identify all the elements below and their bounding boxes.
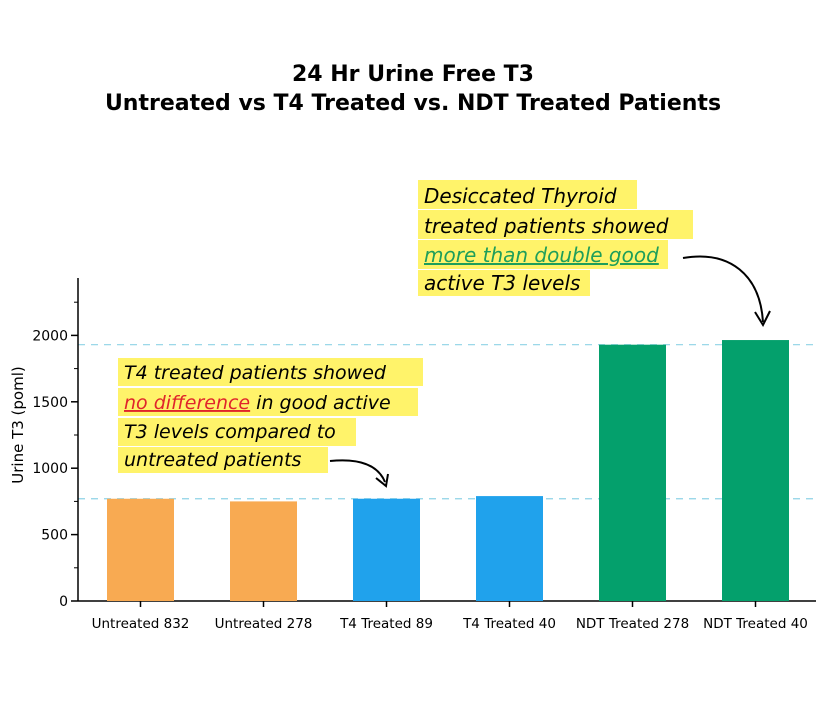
x-tick-label-5: NDT Treated 40 xyxy=(703,616,808,632)
bar-5 xyxy=(722,340,789,601)
t4-highlight-3 xyxy=(118,418,356,446)
t4-line-3: T3 levels compared to xyxy=(124,421,336,443)
x-tick-label-1: Untreated 278 xyxy=(215,616,313,632)
ndt-annotation: Desiccated Thyroid treated patients show… xyxy=(418,180,771,328)
t4-line-2: no difference in good active xyxy=(124,392,391,414)
t4-line-2-rest: in good active xyxy=(250,392,391,414)
bar-0 xyxy=(107,498,174,601)
t4-arrow xyxy=(329,459,386,483)
ndt-arrow xyxy=(682,255,764,323)
t4-arrowhead xyxy=(375,473,389,488)
x-tick-label-0: Untreated 832 xyxy=(92,616,190,632)
t4-annotation: T4 treated patients showed no difference… xyxy=(118,358,423,488)
t4-line-4: untreated patients xyxy=(124,449,302,471)
y-tick-label-4: 2000 xyxy=(32,328,68,344)
ndt-highlight-2 xyxy=(418,210,693,239)
t4-highlight-4 xyxy=(118,447,328,473)
t4-emphasis: no difference xyxy=(124,392,250,414)
bars xyxy=(107,340,789,601)
ndt-line-2: treated patients showed xyxy=(424,214,669,238)
y-tick-label-3: 1500 xyxy=(32,395,68,411)
ndt-highlight-4 xyxy=(418,270,590,296)
x-tick-label-4: NDT Treated 278 xyxy=(576,616,689,632)
x-ticks: Untreated 832 Untreated 278 T4 Treated 89 T… xyxy=(92,601,808,632)
x-tick-label-2: T4 Treated 89 xyxy=(339,616,433,632)
ndt-line-1: Desiccated Thyroid xyxy=(424,184,617,208)
ndt-line-3: more than double good xyxy=(424,243,659,267)
bar-4 xyxy=(599,344,666,601)
y-ticks: 0 500 1000 1500 2000 xyxy=(32,301,78,610)
y-axis-label: Urine T3 (poml) xyxy=(9,366,27,483)
t4-highlight-2 xyxy=(118,388,418,416)
chart-title-line-2: Untreated vs T4 Treated vs. NDT Treated … xyxy=(104,91,722,116)
t4-line-1: T4 treated patients showed xyxy=(124,362,387,384)
reference-lines xyxy=(78,344,816,500)
t4-highlight-1 xyxy=(118,358,423,386)
bar-1 xyxy=(230,501,297,601)
ndt-highlight-3 xyxy=(418,240,668,269)
y-tick-label-0: 0 xyxy=(59,594,68,610)
chart-title-line-1: 24 Hr Urine Free T3 xyxy=(292,62,534,87)
ndt-highlight-1 xyxy=(418,180,637,209)
ndt-line-4: active T3 levels xyxy=(424,271,580,295)
y-tick-label-1: 500 xyxy=(41,528,68,544)
bar-2 xyxy=(353,498,420,601)
bar-3 xyxy=(476,496,543,601)
x-tick-label-3: T4 Treated 40 xyxy=(462,616,556,632)
y-tick-label-2: 1000 xyxy=(32,461,68,477)
ndt-arrowhead xyxy=(754,310,771,328)
